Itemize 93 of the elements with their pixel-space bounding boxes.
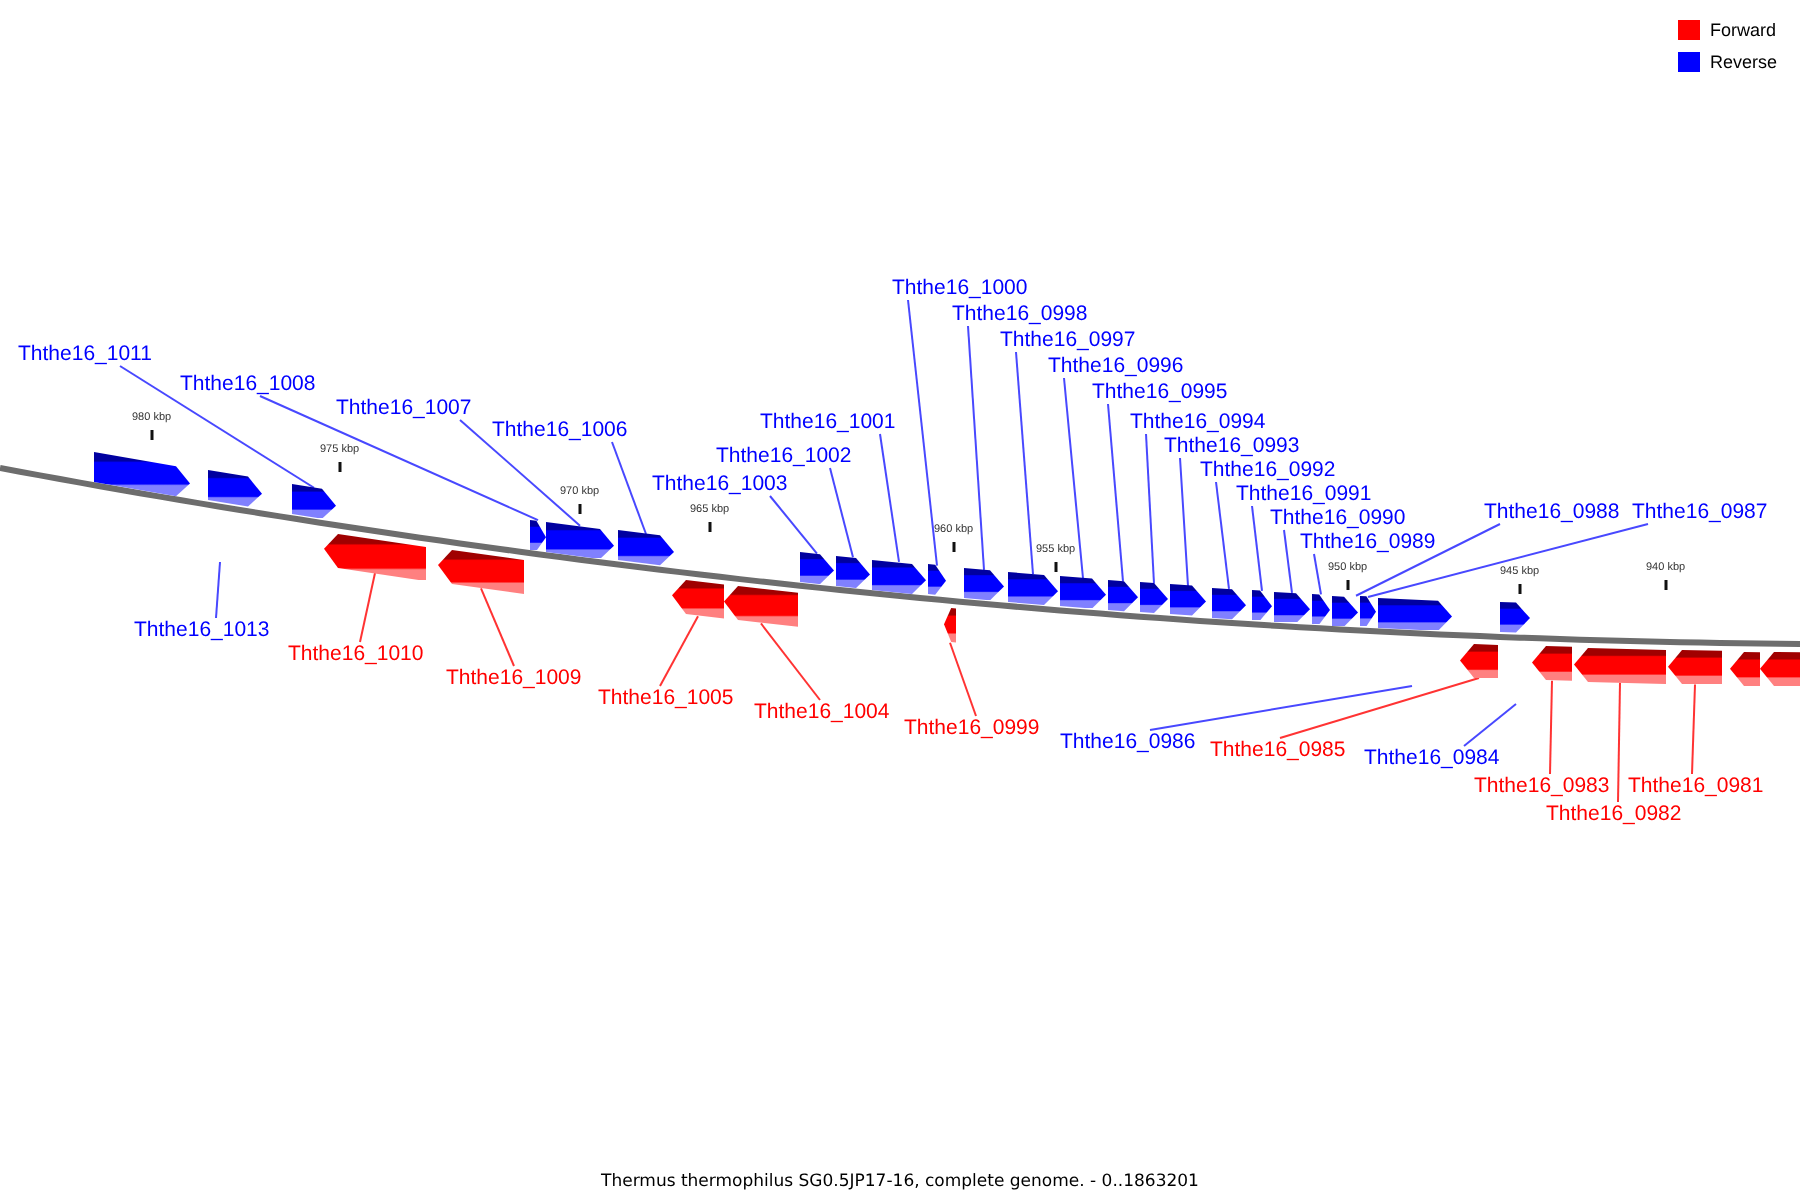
gene-label: Ththe16_1003: [652, 472, 788, 496]
gene-feature: [324, 533, 426, 581]
gene-label: Ththe16_0984: [1364, 746, 1500, 770]
gene-label: Ththe16_0996: [1048, 354, 1184, 378]
gene-label: Ththe16_1002: [716, 444, 852, 468]
leader-line: [949, 641, 977, 717]
leader-line: [1215, 481, 1230, 590]
gene-label: Ththe16_0987: [1632, 500, 1768, 524]
leader-line: [907, 299, 938, 567]
gene-feature: [1668, 650, 1722, 685]
leader-line: [480, 587, 515, 667]
gene-feature: [724, 586, 798, 628]
gene-label: Ththe16_1008: [180, 372, 316, 396]
gene-feature: [800, 551, 834, 584]
gene-label: Ththe16_0983: [1474, 774, 1610, 798]
gene-label: Ththe16_1013: [134, 618, 270, 642]
leader-line: [1251, 505, 1263, 592]
gene-feature: [964, 568, 1004, 601]
gene-feature: [1460, 643, 1498, 679]
leader-line: [879, 433, 900, 563]
leader-line: [1179, 457, 1189, 588]
leader-line: [459, 419, 581, 527]
gene-label: Ththe16_0982: [1546, 802, 1682, 826]
gene-label: Ththe16_1004: [754, 700, 890, 724]
gene-feature: [94, 451, 190, 496]
leader-line: [359, 572, 376, 643]
leader-line: [1279, 677, 1480, 739]
gene-feature: [618, 530, 674, 566]
gene-feature: [1108, 580, 1138, 612]
gene-label: Ththe16_1007: [336, 396, 472, 420]
gene-label: Ththe16_0991: [1236, 482, 1372, 506]
gene-feature: [1730, 651, 1760, 686]
gene-label: Ththe16_1006: [492, 418, 628, 442]
gene-label: Ththe16_0981: [1628, 774, 1764, 798]
gene-feature: [1532, 646, 1572, 682]
gene-feature: [1500, 602, 1530, 634]
gene-label: Ththe16_0990: [1270, 506, 1406, 530]
leader-line: [1063, 377, 1084, 580]
gene-label: Ththe16_0992: [1200, 458, 1336, 482]
leader-line: [1549, 679, 1553, 775]
gene-label: Ththe16_0988: [1484, 500, 1620, 524]
caption: Thermus thermophilus SG0.5JP17-16, complete genome. - 0..1863201: [601, 1172, 1199, 1192]
legend-label: Forward: [1710, 20, 1777, 40]
leader-line: [1145, 433, 1155, 585]
gene-feature: [1060, 576, 1106, 609]
legend-label: Reverse: [1710, 52, 1778, 72]
leader-line: [259, 395, 539, 522]
leader-line: [1149, 685, 1413, 731]
leader-line: [1015, 351, 1034, 576]
leader-line: [215, 561, 221, 619]
gene-label: Ththe16_1000: [892, 276, 1028, 300]
gene-feature: [1212, 587, 1246, 619]
gene-feature: [1008, 572, 1058, 606]
gene-label: Ththe16_0993: [1164, 434, 1300, 458]
gene-label: Ththe16_0989: [1300, 530, 1436, 554]
gene-feature: [836, 555, 870, 588]
leader-line: [1367, 523, 1649, 598]
leader-line: [1313, 553, 1322, 596]
gene-label: Ththe16_0997: [1000, 328, 1136, 352]
gene-feature: [1252, 590, 1272, 621]
leader-line: [967, 325, 985, 571]
gene-label: Ththe16_1001: [760, 410, 896, 434]
leader-line: [119, 365, 315, 489]
gene-feature: [1170, 584, 1206, 617]
gene-label: Ththe16_1011: [18, 342, 152, 366]
gene-label: Ththe16_0994: [1130, 410, 1266, 434]
gene-feature: [1760, 651, 1800, 686]
leader-line: [1355, 523, 1501, 597]
leader-line: [1107, 403, 1124, 583]
leader-line: [1617, 681, 1621, 803]
gene-label: Ththe16_1005: [598, 686, 734, 710]
gene-label: Ththe16_0999: [904, 716, 1040, 740]
leader-line: [659, 615, 699, 687]
gene-feature: [438, 550, 524, 595]
gene-label: Ththe16_0985: [1210, 738, 1346, 762]
gene-feature: [208, 470, 262, 508]
gene-feature: [1140, 582, 1168, 614]
gene-label: Ththe16_0998: [952, 302, 1088, 326]
gene-label: Ththe16_1009: [446, 666, 582, 690]
leader-line: [769, 495, 818, 555]
gene-label: Ththe16_0986: [1060, 730, 1196, 754]
gene-feature: [672, 580, 724, 620]
leader-line: [611, 441, 647, 535]
leader-line: [1283, 529, 1293, 594]
gene-feature: [944, 608, 956, 644]
gene-label: Ththe16_0995: [1092, 380, 1228, 404]
leader-line: [829, 467, 854, 559]
gene-feature: [1332, 595, 1358, 626]
leader-line: [1691, 683, 1696, 775]
gene-label: Ththe16_1010: [288, 642, 424, 666]
leader-line: [760, 622, 821, 701]
leader-line: [1463, 703, 1517, 747]
gene-feature: [292, 484, 336, 519]
